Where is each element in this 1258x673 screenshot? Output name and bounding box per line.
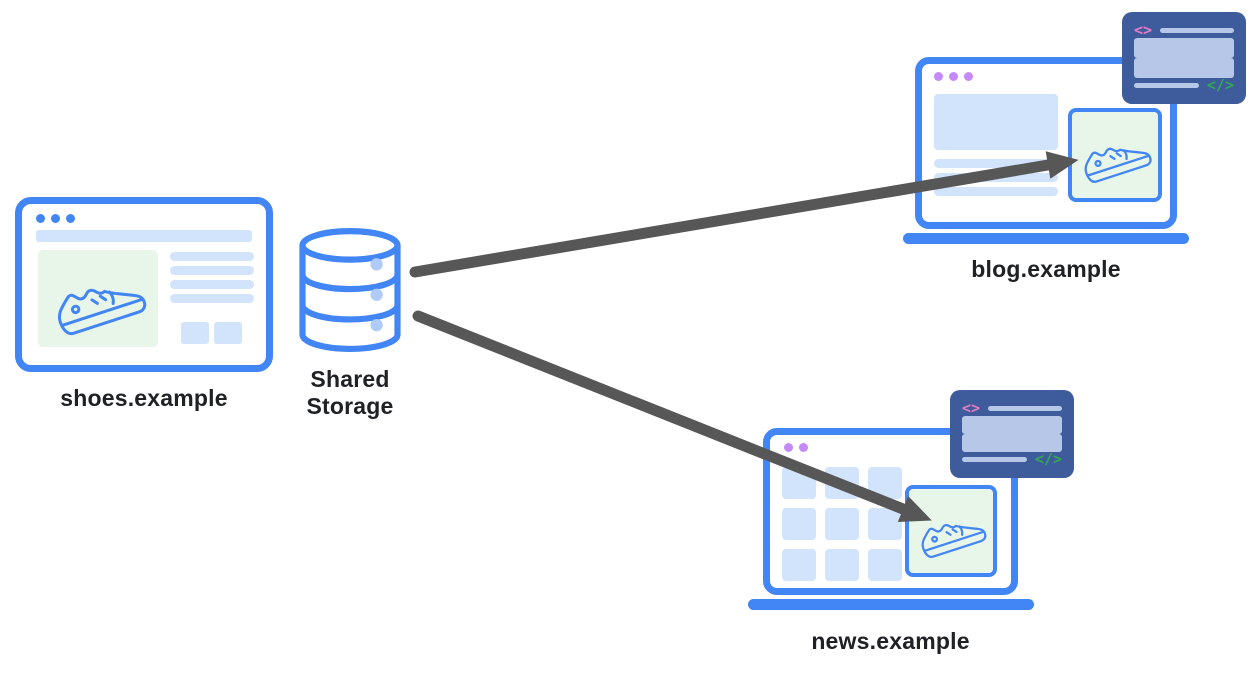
code-open-tag-icon: <> (1134, 21, 1153, 39)
shoe-icon (51, 272, 149, 338)
code-line-placeholder (1160, 28, 1234, 33)
browser-dots (784, 443, 808, 452)
laptop-base (748, 599, 1034, 610)
blog-example-label: blog.example (971, 256, 1121, 282)
text-line-placeholder (934, 187, 1058, 196)
window-control-dot (66, 214, 75, 223)
grid-cell-placeholder (782, 467, 816, 499)
database-icon (299, 228, 401, 352)
content-block-placeholder (214, 322, 242, 344)
grid-cell-placeholder (825, 549, 859, 581)
text-line-placeholder (934, 173, 1058, 182)
grid-cell-placeholder (868, 549, 902, 581)
window-control-dot (36, 214, 45, 223)
text-line-placeholder (170, 280, 254, 289)
shoes-example-browser (15, 197, 273, 372)
text-line-placeholder (170, 294, 254, 303)
content-block-placeholder (181, 322, 209, 344)
shared-storage-label-line1: Shared (310, 366, 390, 392)
code-line-placeholder (962, 434, 1062, 452)
grid-cell-placeholder (782, 508, 816, 540)
code-close-tag-icon: </> (1034, 450, 1062, 468)
code-open-tag-icon: <> (962, 399, 981, 417)
window-control-dot (934, 72, 943, 81)
grid-cell-placeholder (868, 508, 902, 540)
shoes-example-label: shoes.example (60, 385, 228, 411)
grid-cell-placeholder (825, 508, 859, 540)
code-snippet-card: <> </> (1122, 12, 1246, 104)
hero-image-placeholder (934, 94, 1058, 150)
header-bar-placeholder (36, 230, 252, 242)
code-line-placeholder (1134, 83, 1199, 88)
text-line-placeholder (170, 266, 254, 275)
shoe-product-image (38, 250, 158, 347)
shared-storage-label: Shared Storage (276, 366, 424, 420)
text-line-placeholder (934, 159, 1058, 168)
code-line-placeholder (962, 457, 1027, 462)
code-line-placeholder (1134, 38, 1234, 58)
code-close-tag-icon: </> (1206, 76, 1234, 94)
window-control-dot (964, 72, 973, 81)
code-snippet-card: <> </> (950, 390, 1074, 478)
grid-cell-placeholder (782, 549, 816, 581)
window-control-dot (799, 443, 808, 452)
shared-storage-node (293, 224, 407, 356)
shared-storage-label-line2: Storage (306, 393, 394, 419)
code-line-placeholder (988, 406, 1062, 411)
browser-dots (934, 72, 973, 81)
text-line-placeholder (170, 252, 254, 261)
code-line-placeholder (962, 416, 1062, 434)
shoe-icon (1079, 135, 1154, 185)
shoe-icon (917, 511, 988, 560)
article-grid (782, 467, 904, 581)
window-control-dot (949, 72, 958, 81)
laptop-base (903, 233, 1189, 244)
shoe-ad-slot (1068, 108, 1162, 202)
window-control-dot (51, 214, 60, 223)
browser-dots (36, 214, 75, 223)
grid-cell-placeholder (825, 467, 859, 499)
window-control-dot (784, 443, 793, 452)
shoe-ad-slot (905, 485, 997, 577)
news-example-label: news.example (811, 628, 970, 654)
code-line-placeholder (1134, 58, 1234, 78)
grid-cell-placeholder (868, 467, 902, 499)
